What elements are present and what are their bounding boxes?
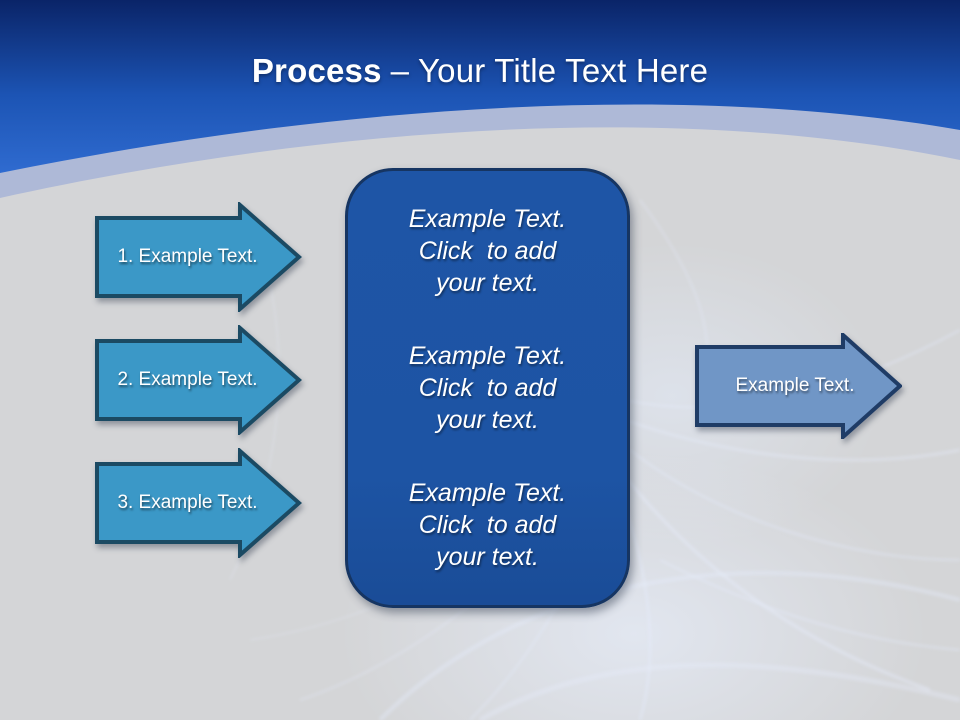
- text-line: Click to add: [418, 511, 557, 539]
- arrow-polygon: [95, 448, 302, 558]
- slide-title: Process– Your Title Text Here: [0, 52, 960, 90]
- text-line: Example Text.: [408, 342, 567, 370]
- arrow-polygon: [95, 325, 302, 435]
- title-text: – Your Title Text Here: [390, 52, 709, 89]
- text-line: Click to add: [418, 374, 557, 402]
- center-text-box[interactable]: Example Text. Click to add your text. Ex…: [345, 168, 630, 608]
- process-arrow-3[interactable]: 3. Example Text.: [95, 448, 302, 558]
- title-keyword: Process: [251, 52, 382, 89]
- arrow-shape: [95, 202, 302, 312]
- arrow-shape: [95, 325, 302, 435]
- arrow-shape: [95, 448, 302, 558]
- placeholder-text-block-2: Example Text. Click to add your text.: [362, 340, 613, 436]
- process-arrow-2[interactable]: 2. Example Text.: [95, 325, 302, 435]
- text-line: your text.: [436, 406, 539, 434]
- arrow-polygon: [95, 202, 302, 312]
- header-blue-band: [0, 0, 960, 173]
- text-line: Example Text.: [408, 205, 567, 233]
- arrow-shape: [695, 333, 902, 439]
- text-line: your text.: [436, 269, 539, 297]
- result-arrow[interactable]: Example Text.: [695, 333, 902, 439]
- process-arrow-1[interactable]: 1. Example Text.: [95, 202, 302, 312]
- placeholder-text-block-1: Example Text. Click to add your text.: [362, 203, 613, 299]
- text-line: Click to add: [418, 237, 557, 265]
- text-line: Example Text.: [408, 479, 567, 507]
- text-line: your text.: [436, 543, 539, 571]
- header-band: [0, 0, 960, 198]
- placeholder-text-block-3: Example Text. Click to add your text.: [362, 477, 613, 573]
- arrow-polygon: [695, 333, 902, 439]
